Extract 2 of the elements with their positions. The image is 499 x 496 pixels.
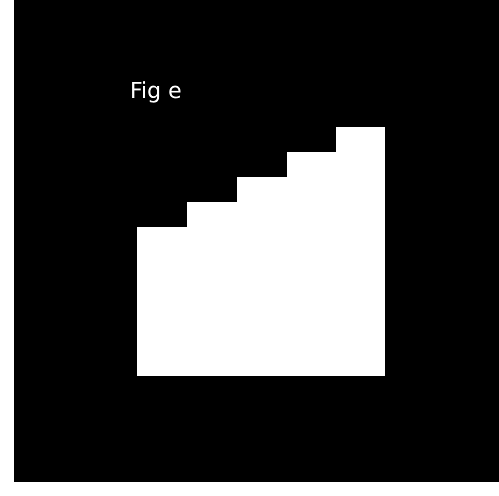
staircase-shape [137, 127, 385, 376]
figure-label: Fig e [130, 79, 182, 104]
